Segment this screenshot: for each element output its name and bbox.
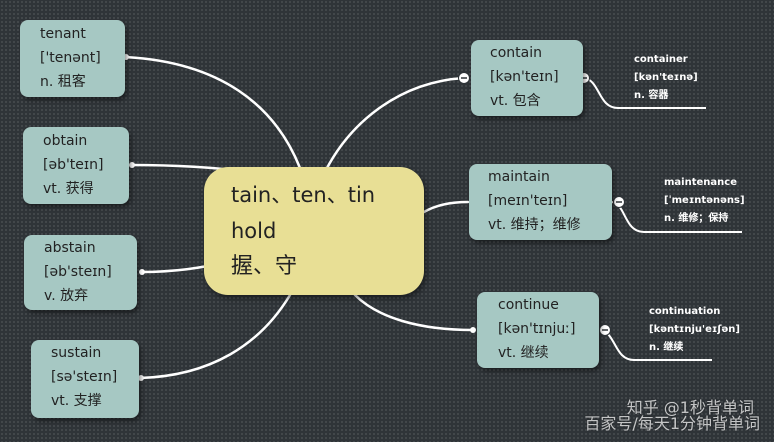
- word-label: maintain: [488, 169, 550, 185]
- phonetic-label: [kən'teɪnə]: [634, 72, 698, 83]
- connector-maintain: [422, 200, 470, 214]
- word-node-tenant[interactable]: tenant ['tenənt] n. 租客: [20, 20, 125, 97]
- collapse-toggle-icon[interactable]: [458, 72, 470, 84]
- word-node-sustain[interactable]: sustain [sə'steɪn] vt. 支撑: [31, 340, 139, 418]
- sub-node-continuation[interactable]: continuation [kəntɪnju'eɪʃən] n. 继续: [649, 303, 740, 357]
- phonetic-label: [kəntɪnju'eɪʃən]: [649, 324, 740, 335]
- phonetic-label: [kən'teɪn]: [490, 69, 559, 85]
- word-label: contain: [490, 45, 542, 61]
- collapse-toggle-icon[interactable]: [613, 196, 625, 208]
- definition-label: vt. 继续: [498, 345, 549, 361]
- word-label: continuation: [649, 306, 721, 317]
- definition-label: v. 放弃: [44, 288, 89, 304]
- root-forms: tain、ten、tin: [231, 183, 376, 207]
- word-label: sustain: [51, 345, 102, 361]
- root-meaning-zh: 握、守: [231, 254, 298, 279]
- word-node-contain[interactable]: contain [kən'teɪn] vt. 包含: [471, 40, 583, 116]
- definition-label: n. 继续: [649, 342, 684, 353]
- connector-tenant: [123, 55, 302, 170]
- phonetic-label: ['tenənt]: [40, 50, 101, 66]
- root-meaning-en: hold: [231, 219, 277, 243]
- phonetic-label: [əb'steɪn]: [44, 264, 112, 280]
- sub-node-maintenance[interactable]: maintenance [ˈmeɪntənəns] n. 维修；保持: [664, 174, 745, 228]
- connector-dot-abstain: [139, 269, 145, 275]
- word-node-obtain[interactable]: obtain [əb'teɪn] vt. 获得: [23, 127, 129, 204]
- collapse-toggle-icon[interactable]: [599, 324, 611, 336]
- word-label: maintenance: [664, 177, 737, 188]
- definition-label: n. 容器: [634, 90, 669, 101]
- definition-label: vt. 支撑: [51, 393, 102, 409]
- word-label: container: [634, 54, 688, 65]
- word-node-maintain[interactable]: maintain [meɪn'teɪn] vt. 维持；维修: [469, 164, 612, 240]
- word-label: tenant: [40, 26, 86, 42]
- watermark-baijiahao: 百家号/每天1分钟背单词: [584, 414, 760, 433]
- phonetic-label: [kən'tɪnjuː]: [498, 321, 576, 337]
- connector-dot-sustain: [138, 375, 144, 381]
- phonetic-label: [sə'steɪn]: [51, 369, 118, 385]
- phonetic-label: [əb'teɪn]: [43, 157, 104, 173]
- word-label: continue: [498, 297, 559, 313]
- central-root-node[interactable]: tain、ten、tin hold 握、守: [204, 167, 424, 295]
- word-label: abstain: [44, 240, 96, 256]
- word-label: obtain: [43, 133, 88, 149]
- connector-continue: [353, 293, 475, 332]
- definition-label: n. 租客: [40, 74, 86, 90]
- connector-dot-obtain: [129, 162, 135, 168]
- definition-label: vt. 维持；维修: [488, 217, 581, 233]
- definition-label: vt. 包含: [490, 93, 541, 109]
- definition-label: n. 维修；保持: [664, 213, 729, 224]
- definition-label: vt. 获得: [43, 181, 94, 197]
- phonetic-label: [meɪn'teɪn]: [488, 193, 568, 209]
- phonetic-label: [ˈmeɪntənəns]: [664, 195, 745, 206]
- connector-contain: [320, 76, 466, 180]
- watermark-zhihu: 知乎 @1秒背单词: [626, 398, 754, 417]
- word-node-continue[interactable]: continue [kən'tɪnjuː] vt. 继续: [477, 292, 599, 368]
- word-node-abstain[interactable]: abstain [əb'steɪn] v. 放弃: [24, 235, 137, 310]
- connector-dot-continue: [470, 327, 476, 333]
- connector-sustain: [138, 293, 292, 380]
- sub-node-container[interactable]: container [kən'teɪnə] n. 容器: [634, 51, 698, 105]
